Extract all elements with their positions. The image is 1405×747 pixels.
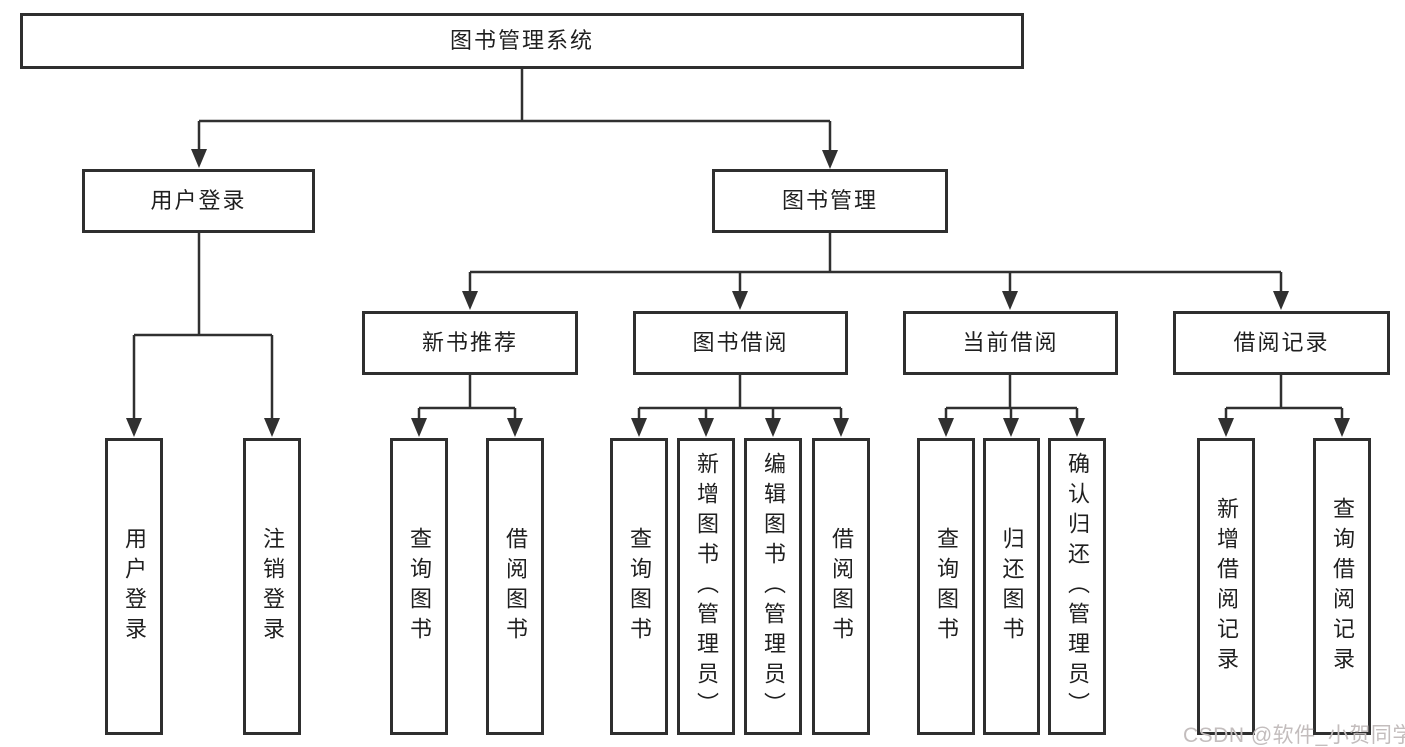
leaf-query-books-current: 查询图书 [917, 438, 975, 735]
leaf-query-borrow-record: 查询借阅记录 [1313, 438, 1371, 735]
leaf-query-books-recommend: 查询图书 [390, 438, 448, 735]
node-new-book-recommend: 新书推荐 [362, 311, 578, 375]
node-book-borrow: 图书借阅 [633, 311, 848, 375]
leaf-edit-books-admin: 编辑图书（管理员） [744, 438, 802, 735]
leaf-add-books-admin: 新增图书（管理员） [677, 438, 735, 735]
leaf-borrow-books: 借阅图书 [812, 438, 870, 735]
node-book-management: 图书管理 [712, 169, 948, 233]
node-root-system: 图书管理系统 [20, 13, 1024, 69]
csdn-watermark: CSDN @软件_小贺同学 [1183, 724, 1405, 747]
leaf-add-borrow-record: 新增借阅记录 [1197, 438, 1255, 735]
leaf-logout: 注销登录 [243, 438, 301, 735]
leaf-confirm-return-admin: 确认归还（管理员） [1048, 438, 1106, 735]
leaf-borrow-books-recommend: 借阅图书 [486, 438, 544, 735]
leaf-user-login: 用户登录 [105, 438, 163, 735]
arrowhead-icons [126, 149, 1350, 437]
node-borrow-records: 借阅记录 [1173, 311, 1390, 375]
leaf-query-books-borrow: 查询图书 [610, 438, 668, 735]
node-user-login: 用户登录 [82, 169, 315, 233]
node-current-borrow: 当前借阅 [903, 311, 1118, 375]
leaf-return-books: 归还图书 [983, 438, 1040, 735]
